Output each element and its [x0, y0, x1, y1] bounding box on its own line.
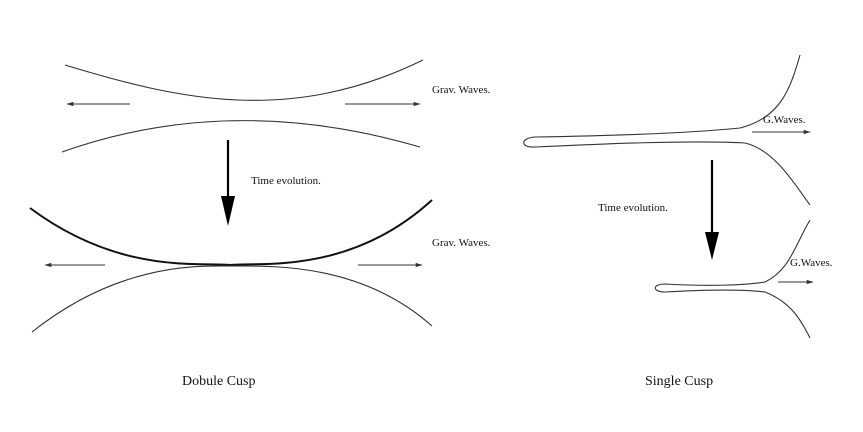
single-cusp-time-arrow — [705, 160, 719, 260]
single-cusp-time-label: Time evolution. — [598, 202, 668, 214]
double-cusp-top-upper-curve — [64, 59, 424, 101]
double-cusp-panel: Grav. Waves. Time evolution. Grav. Waves… — [29, 59, 491, 389]
double-cusp-top-lower-curve — [61, 120, 421, 153]
double-cusp-bottom-lower-curve — [31, 265, 433, 333]
single-cusp-top-curve — [523, 54, 811, 206]
double-cusp-time-label: Time evolution. — [251, 175, 321, 187]
single-cusp-caption: Single Cusp — [645, 374, 713, 389]
single-cusp-bottom-wave-label: G.Waves. — [790, 257, 833, 269]
double-cusp-top-wave-label: Grav. Waves. — [432, 84, 491, 96]
double-cusp-caption: Dobule Cusp — [182, 374, 256, 389]
double-cusp-bottom-wave-label: Grav. Waves. — [432, 237, 491, 249]
double-cusp-time-arrow — [221, 140, 235, 226]
single-cusp-panel: G.Waves. Time evolution. G.Waves. Single… — [523, 54, 833, 389]
single-cusp-bottom-curve — [654, 219, 811, 339]
single-cusp-top-wave-label: G.Waves. — [763, 114, 806, 126]
double-cusp-bottom-upper-curve — [29, 199, 433, 267]
